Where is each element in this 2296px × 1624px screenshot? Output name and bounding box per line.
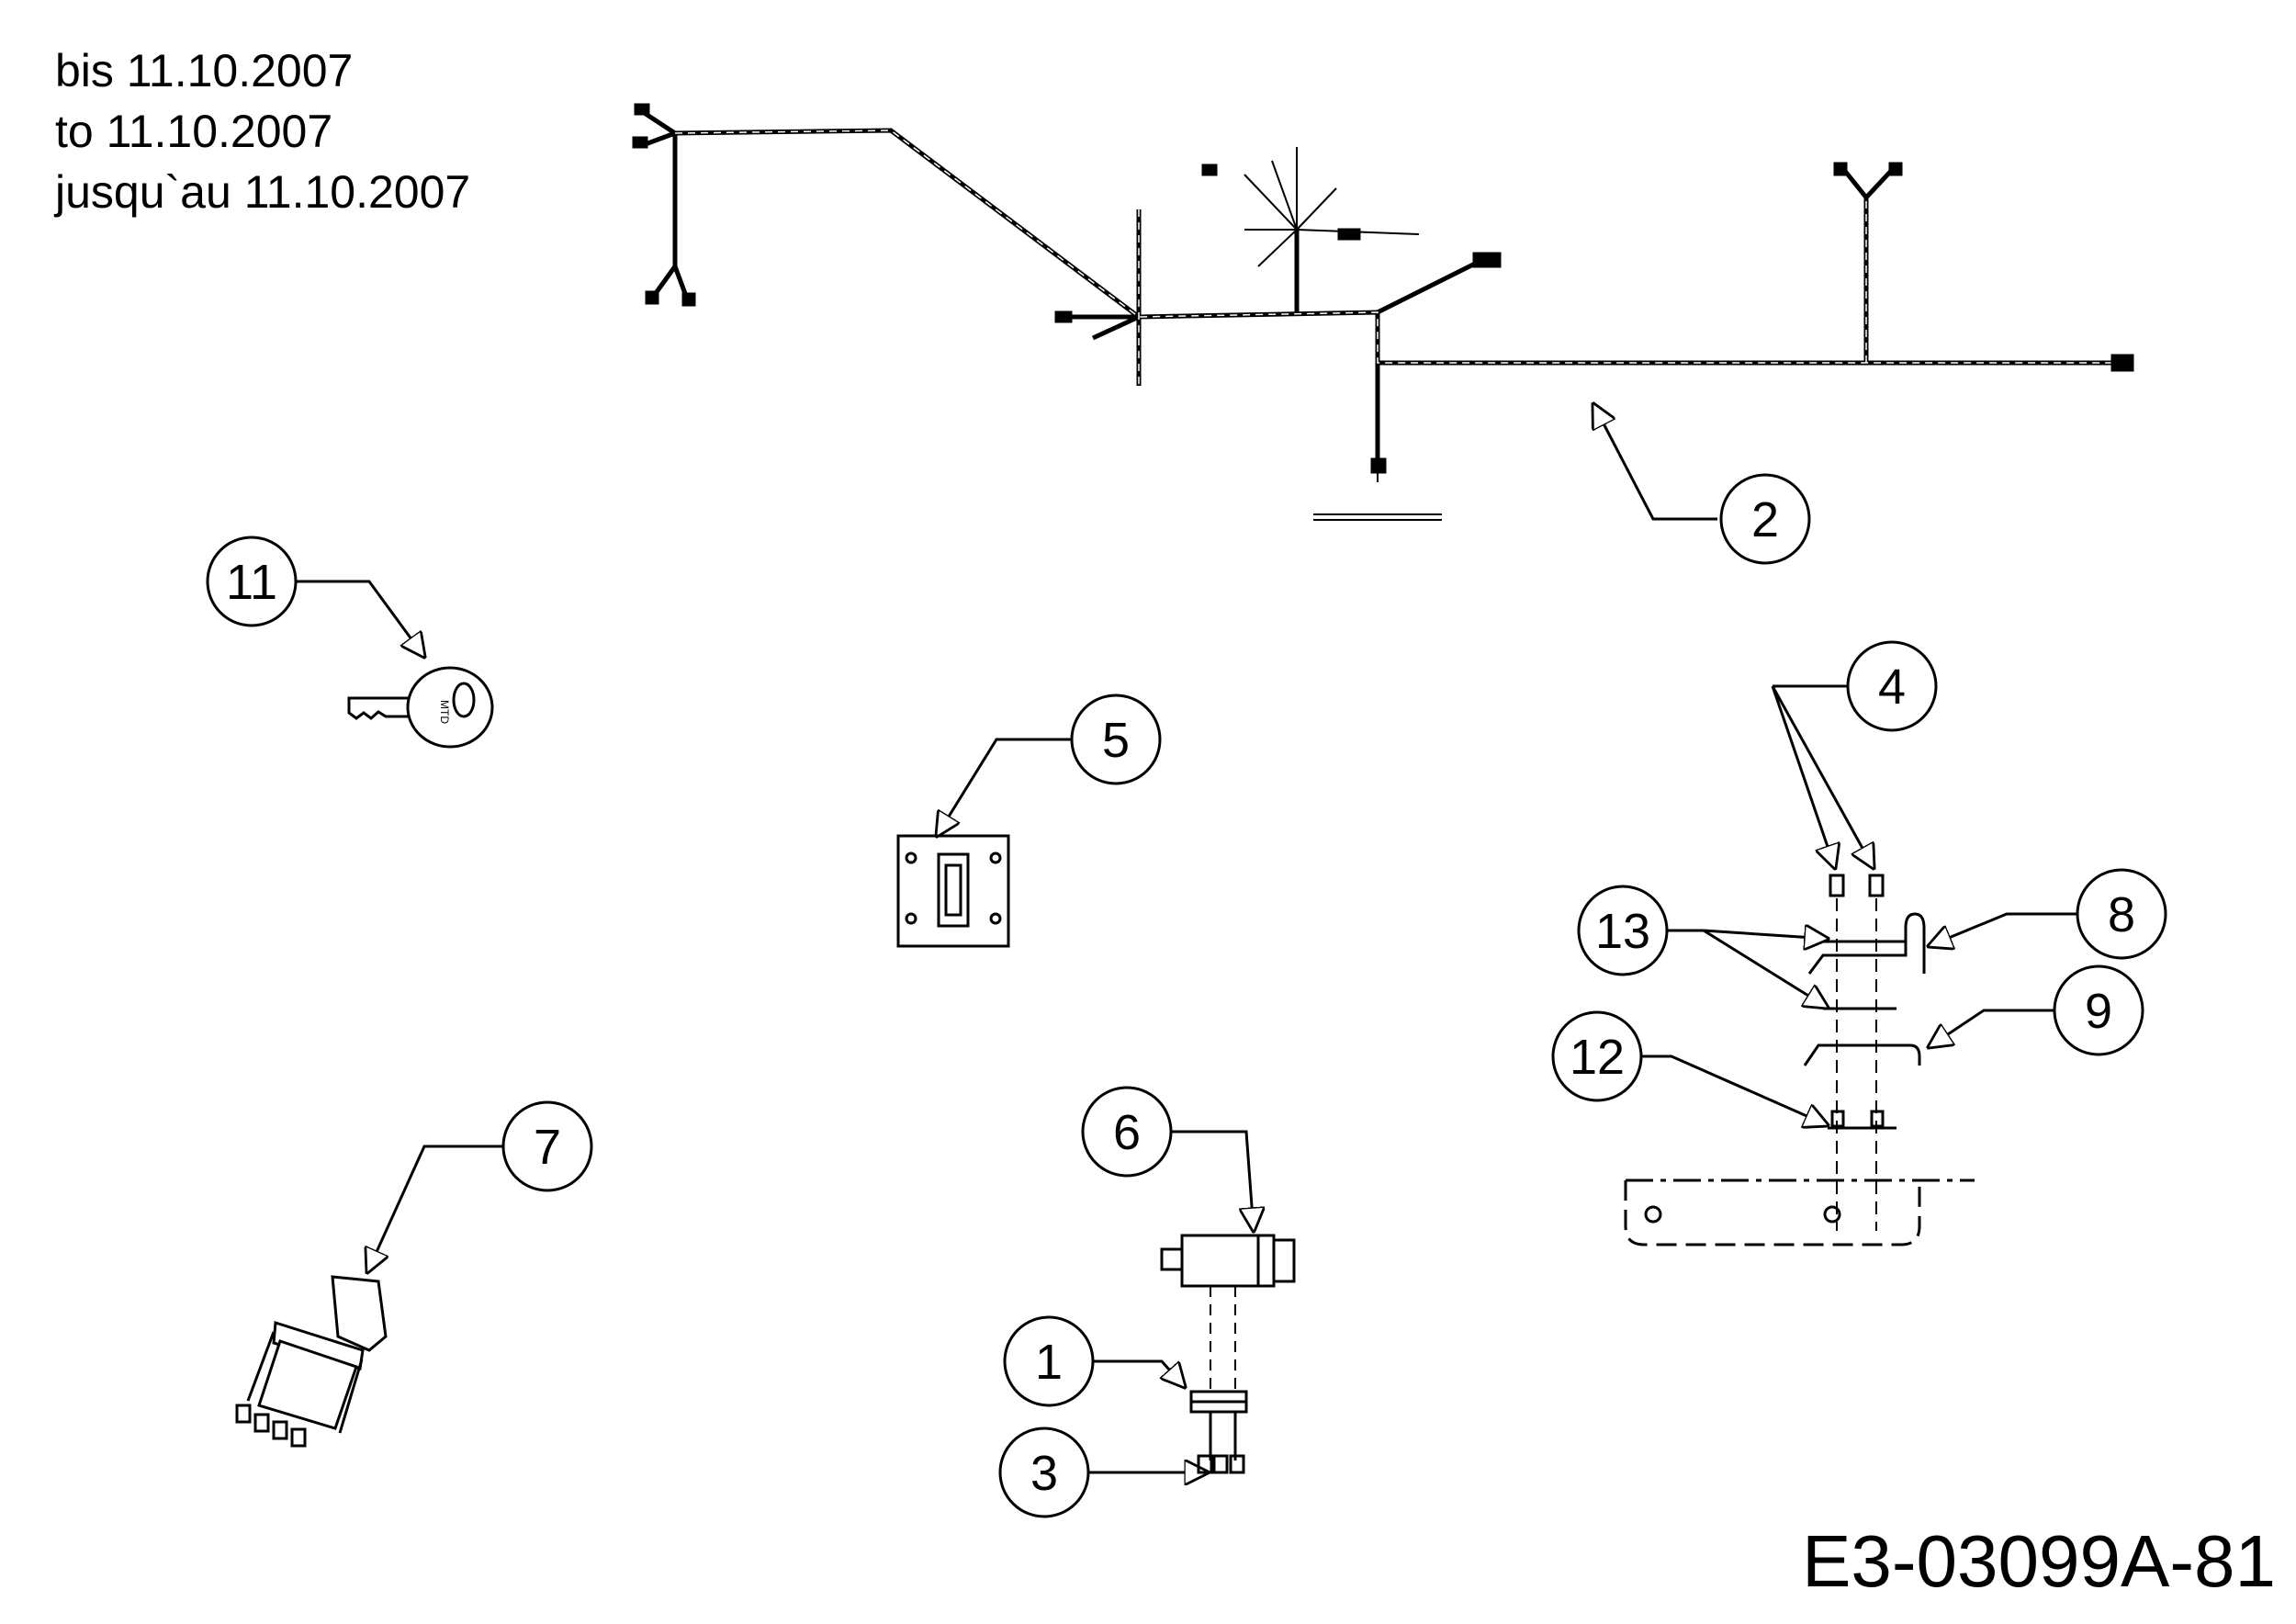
callout-label-13: 13 (1595, 904, 1650, 959)
callout-label-9: 9 (2085, 984, 2112, 1039)
callout-8: 8 (1929, 868, 2167, 960)
note-german: bis 11.10.2007 (55, 45, 354, 96)
harness-branches (1244, 147, 1442, 521)
callout-13: 13 (1577, 885, 1828, 1008)
terminals (1197, 1412, 1245, 1474)
callout-label-1: 1 (1035, 1335, 1063, 1390)
note-french: jusqu`au 11.10.2007 (55, 166, 471, 218)
connector (1160, 1234, 1296, 1288)
callout-label-8: 8 (2108, 887, 2135, 942)
callout-label-7: 7 (534, 1120, 561, 1175)
ignition-key: MTD (347, 666, 494, 749)
callout-7: 7 (367, 1100, 593, 1272)
harness-dash-overlay (674, 130, 2131, 386)
washers (1823, 940, 1906, 1010)
harness-connectors (632, 103, 2134, 474)
callout-label-5: 5 (1102, 713, 1130, 768)
pto-switch (235, 1275, 388, 1448)
nuts (1828, 1110, 1896, 1130)
callout-11: 11 (206, 536, 424, 657)
mounting-plate (1624, 1179, 1975, 1246)
callout-label-4: 4 (1878, 660, 1906, 715)
wiring-harness (641, 109, 2131, 464)
document-id: E3-03099A-81 (1802, 1520, 2276, 1602)
note-english: to 11.10.2007 (55, 106, 333, 157)
callout-4: 4 (1771, 640, 1938, 868)
callout-label-3: 3 (1030, 1446, 1058, 1501)
connector-leads (1210, 1286, 1236, 1396)
switch-plate (896, 834, 1010, 948)
callout-12: 12 (1551, 1010, 1828, 1125)
bracket-bottom (1803, 1043, 1921, 1066)
callout-9: 9 (1929, 964, 2144, 1056)
callout-1: 1 (1003, 1315, 1185, 1407)
callout-2: 2 (1593, 404, 1811, 565)
callout-5: 5 (937, 694, 1162, 836)
callout-6: 6 (1081, 1086, 1254, 1231)
callout-label-2: 2 (1751, 492, 1779, 547)
bolts (1829, 874, 1885, 897)
callout-3: 3 (998, 1427, 1208, 1518)
assembly-center-lines (1836, 898, 1877, 1231)
callout-label-6: 6 (1113, 1105, 1141, 1160)
callout-label-11: 11 (226, 555, 277, 610)
connector-clip (1189, 1390, 1248, 1414)
callout-label-12: 12 (1570, 1030, 1625, 1085)
key-brand-marking: MTD (438, 700, 451, 724)
bracket-top (1807, 912, 1926, 975)
